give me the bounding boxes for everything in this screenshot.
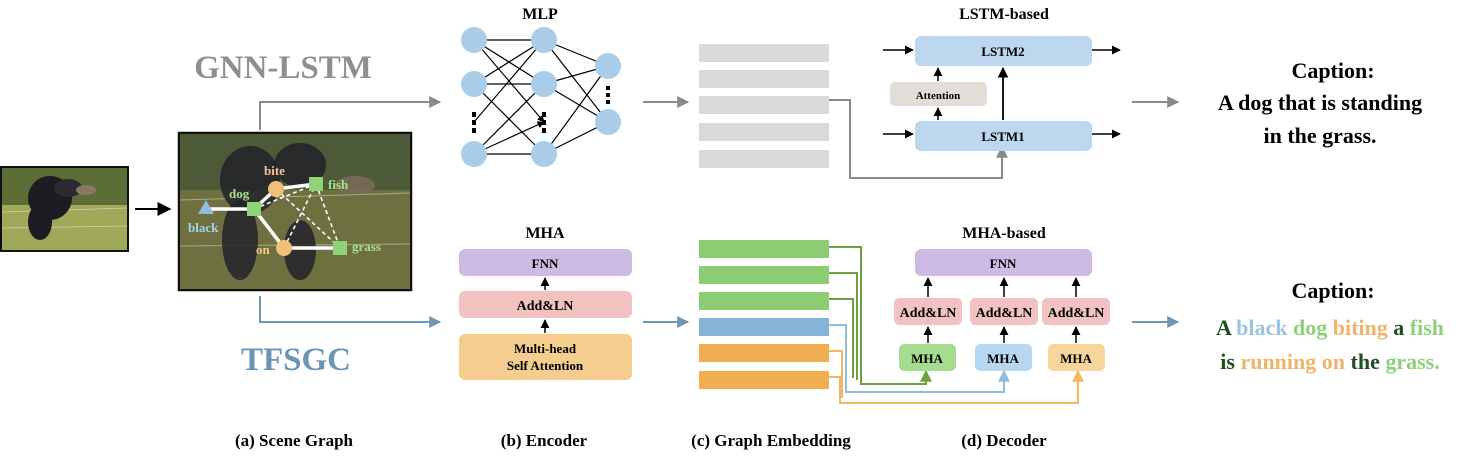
- panel-label-b: (b) Encoder: [501, 431, 588, 450]
- mlp-title: MLP: [522, 6, 558, 23]
- node-grass-marker: [333, 241, 347, 255]
- encoder-mhsa-box: [459, 334, 632, 380]
- top-caption-line-1: A dog that is standing: [1218, 90, 1422, 115]
- embedding-color-stack: [699, 240, 829, 389]
- decoder-fnn-box: [915, 249, 1092, 276]
- caption-word: fish: [1404, 315, 1444, 340]
- scene-graph-image: [177, 131, 413, 292]
- caption-word: a: [1388, 315, 1405, 340]
- caption-word: the: [1345, 349, 1380, 374]
- decoder-addln-column-1: [894, 277, 962, 371]
- decoder-mha-label-2: MHA: [987, 351, 1019, 366]
- bottom-caption-line-2: is running on the grass.: [1220, 349, 1439, 374]
- node-dog-label: dog: [229, 186, 250, 201]
- caption-word: grass.: [1380, 349, 1440, 374]
- top-branch-arrow: [259, 96, 442, 130]
- mlp-network: [473, 36, 609, 158]
- decoder-addln-label-1: Add&LN: [900, 306, 957, 321]
- caption-word: is: [1220, 349, 1235, 374]
- node-bite-marker: [268, 181, 284, 197]
- encoder-addln-box: [459, 291, 632, 318]
- caption-word: dog: [1288, 315, 1328, 340]
- mha-decoder-title: MHA-based: [962, 225, 1046, 242]
- input-photo: [0, 166, 129, 252]
- decoder-addln-column-2: [970, 277, 1038, 371]
- caption-word: A: [1216, 315, 1232, 340]
- bottom-branch-arrow: [259, 296, 442, 328]
- caption-word: biting: [1327, 315, 1388, 340]
- encoder-mha-title: MHA: [525, 225, 565, 242]
- encoder-mhsa-label-2: Self Attention: [507, 358, 584, 373]
- lstm1-box: [915, 121, 1092, 151]
- lstm1-label: LSTM1: [981, 129, 1024, 144]
- decoder-fnn-label: FNN: [990, 256, 1017, 271]
- mlp-nodes: [461, 27, 621, 167]
- mlp-ellipsis: [472, 86, 610, 133]
- embedding-gray-stack: [699, 44, 829, 168]
- bottom-caption-title: Caption:: [1291, 278, 1374, 303]
- caption-word: black: [1231, 315, 1289, 340]
- decoder-addln-column-3: [1042, 277, 1110, 371]
- encoder-fnn-box: [459, 249, 632, 276]
- caption-word: on: [1316, 349, 1345, 374]
- node-on-label: on: [256, 242, 271, 257]
- decoder-addln-label-3: Add&LN: [1048, 306, 1105, 321]
- panel-label-d: (d) Decoder: [961, 431, 1047, 450]
- node-grass-label: grass: [352, 239, 381, 254]
- lstm2-label: LSTM2: [981, 44, 1024, 59]
- decoder-mha-label-3: MHA: [1060, 351, 1092, 366]
- decoder-mha-label-1: MHA: [911, 351, 943, 366]
- encoder-mhsa-label-1: Multi-head: [514, 341, 577, 356]
- lstm-decoder-title: LSTM-based: [959, 6, 1049, 23]
- attention-box: [890, 82, 987, 106]
- top-caption-title: Caption:: [1291, 58, 1374, 83]
- panel-label-c: (c) Graph Embedding: [691, 431, 851, 450]
- node-dog-marker: [247, 202, 261, 216]
- node-on-marker: [276, 240, 292, 256]
- panel-label-a: (a) Scene Graph: [235, 431, 354, 450]
- attention-label: Attention: [916, 90, 961, 102]
- caption-word: running: [1235, 349, 1316, 374]
- embedding-to-attention-arrow: [829, 99, 1008, 179]
- lstm2-box: [915, 36, 1092, 66]
- embedding-routing-lines: [829, 246, 1084, 404]
- node-black-marker: [198, 200, 214, 214]
- pipeline-top-name: GNN-LSTM: [194, 50, 372, 86]
- pipeline-bottom-name: TFSGC: [241, 342, 351, 378]
- node-bite-label: bite: [264, 163, 285, 178]
- node-fish-marker: [309, 177, 323, 191]
- top-caption-line-2: in the grass.: [1263, 123, 1376, 148]
- encoder-addln-label: Add&LN: [517, 299, 574, 314]
- decoder-addln-label-2: Add&LN: [976, 306, 1033, 321]
- node-black-label: black: [188, 220, 219, 235]
- node-fish-label: fish: [328, 177, 349, 192]
- bottom-caption-line-1: A black dog biting a fish: [1216, 315, 1444, 340]
- encoder-fnn-label: FNN: [532, 256, 559, 271]
